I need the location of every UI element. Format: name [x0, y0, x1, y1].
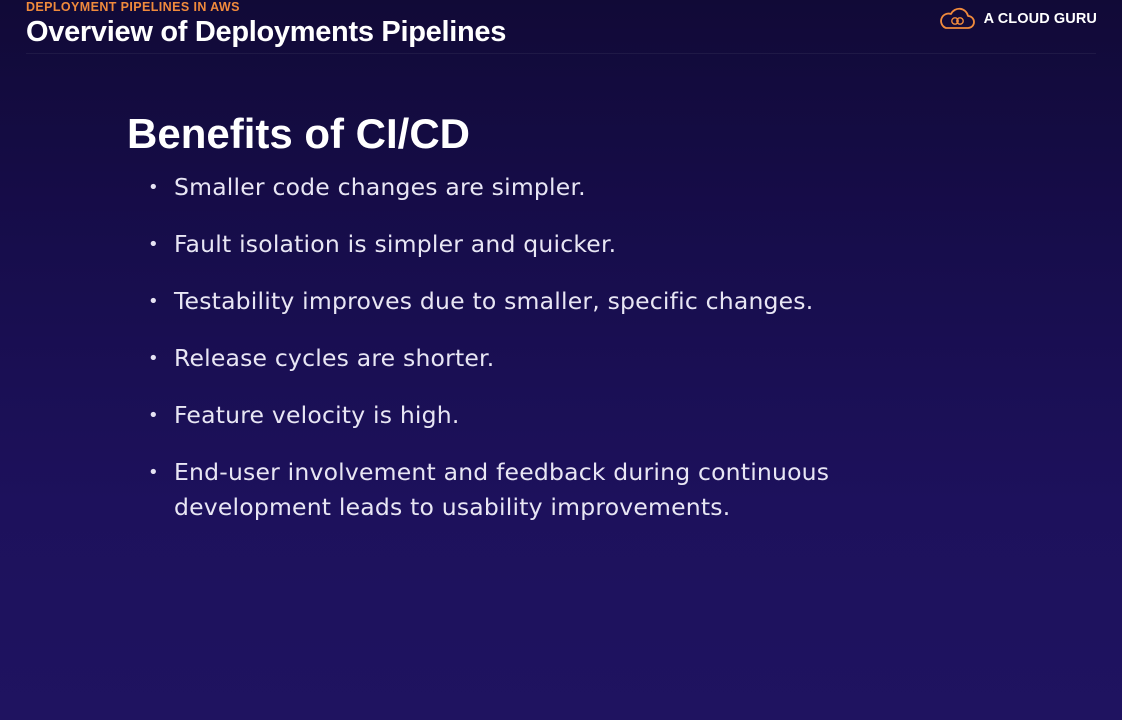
list-item-text: Fault isolation is simpler and quicker. — [174, 230, 617, 258]
list-item-text: Testability improves due to smaller, spe… — [174, 287, 814, 315]
list-item-text: Release cycles are shorter. — [174, 344, 495, 372]
bullet-icon: • — [148, 348, 159, 369]
slide-title: Overview of Deployments Pipelines — [26, 16, 507, 48]
header-divider — [26, 53, 1096, 54]
brand-name: A CLOUD GURU — [983, 11, 1097, 27]
bullet-icon: • — [148, 462, 159, 483]
benefits-list: • Smaller code changes are simpler. • Fa… — [148, 170, 908, 547]
bullet-icon: • — [148, 405, 159, 426]
bullet-icon: • — [148, 177, 159, 198]
section-label: DEPLOYMENT PIPELINES IN AWS — [26, 0, 240, 14]
content-heading: Benefits of CI/CD — [127, 110, 471, 157]
list-item-text: Feature velocity is high. — [174, 401, 460, 429]
list-item: • Release cycles are shorter. — [148, 341, 908, 376]
list-item: • Fault isolation is simpler and quicker… — [148, 227, 908, 262]
list-item-text: Smaller code changes are simpler. — [174, 173, 586, 201]
list-item: • Smaller code changes are simpler. — [148, 170, 908, 205]
list-item: • End-user involvement and feedback duri… — [148, 455, 908, 525]
brand: A CLOUD GURU — [938, 6, 1097, 32]
bullet-icon: • — [148, 291, 159, 312]
list-item-text: End-user involvement and feedback during… — [174, 458, 830, 521]
list-item: • Feature velocity is high. — [148, 398, 908, 433]
cloud-logo-icon — [939, 7, 975, 29]
bullet-icon: • — [148, 234, 159, 255]
list-item: • Testability improves due to smaller, s… — [148, 284, 908, 319]
